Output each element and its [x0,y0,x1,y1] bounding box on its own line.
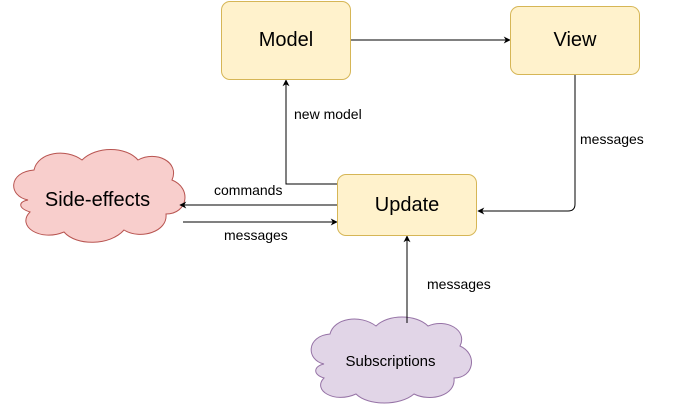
model-node-label: Model [258,29,314,51]
subscriptions-cloud-shape [310,316,472,404]
view-node[interactable]: View [510,6,640,75]
side-effects-node[interactable]: Side-effects [20,180,175,220]
edge-label-side-effects-messages: messages [224,227,288,243]
edge-label-view-messages: messages [580,131,644,147]
side-effects-cloud-shape [13,149,186,243]
subscriptions-node-label: Subscriptions [345,352,436,370]
edge-view-to-update [477,75,576,215]
subscriptions-node[interactable]: Subscriptions [318,344,463,378]
model-node[interactable]: Model [221,1,351,80]
view-node-label: View [553,29,597,51]
edge-label-subscription-messages: messages [427,276,491,292]
edge-update-to-model [282,79,337,185]
edge-label-new-model: new model [294,106,362,122]
side-effects-node-label: Side-effects [44,188,151,211]
update-node[interactable]: Update [337,174,477,236]
update-node-label: Update [374,193,440,216]
edge-label-commands: commands [214,182,283,198]
